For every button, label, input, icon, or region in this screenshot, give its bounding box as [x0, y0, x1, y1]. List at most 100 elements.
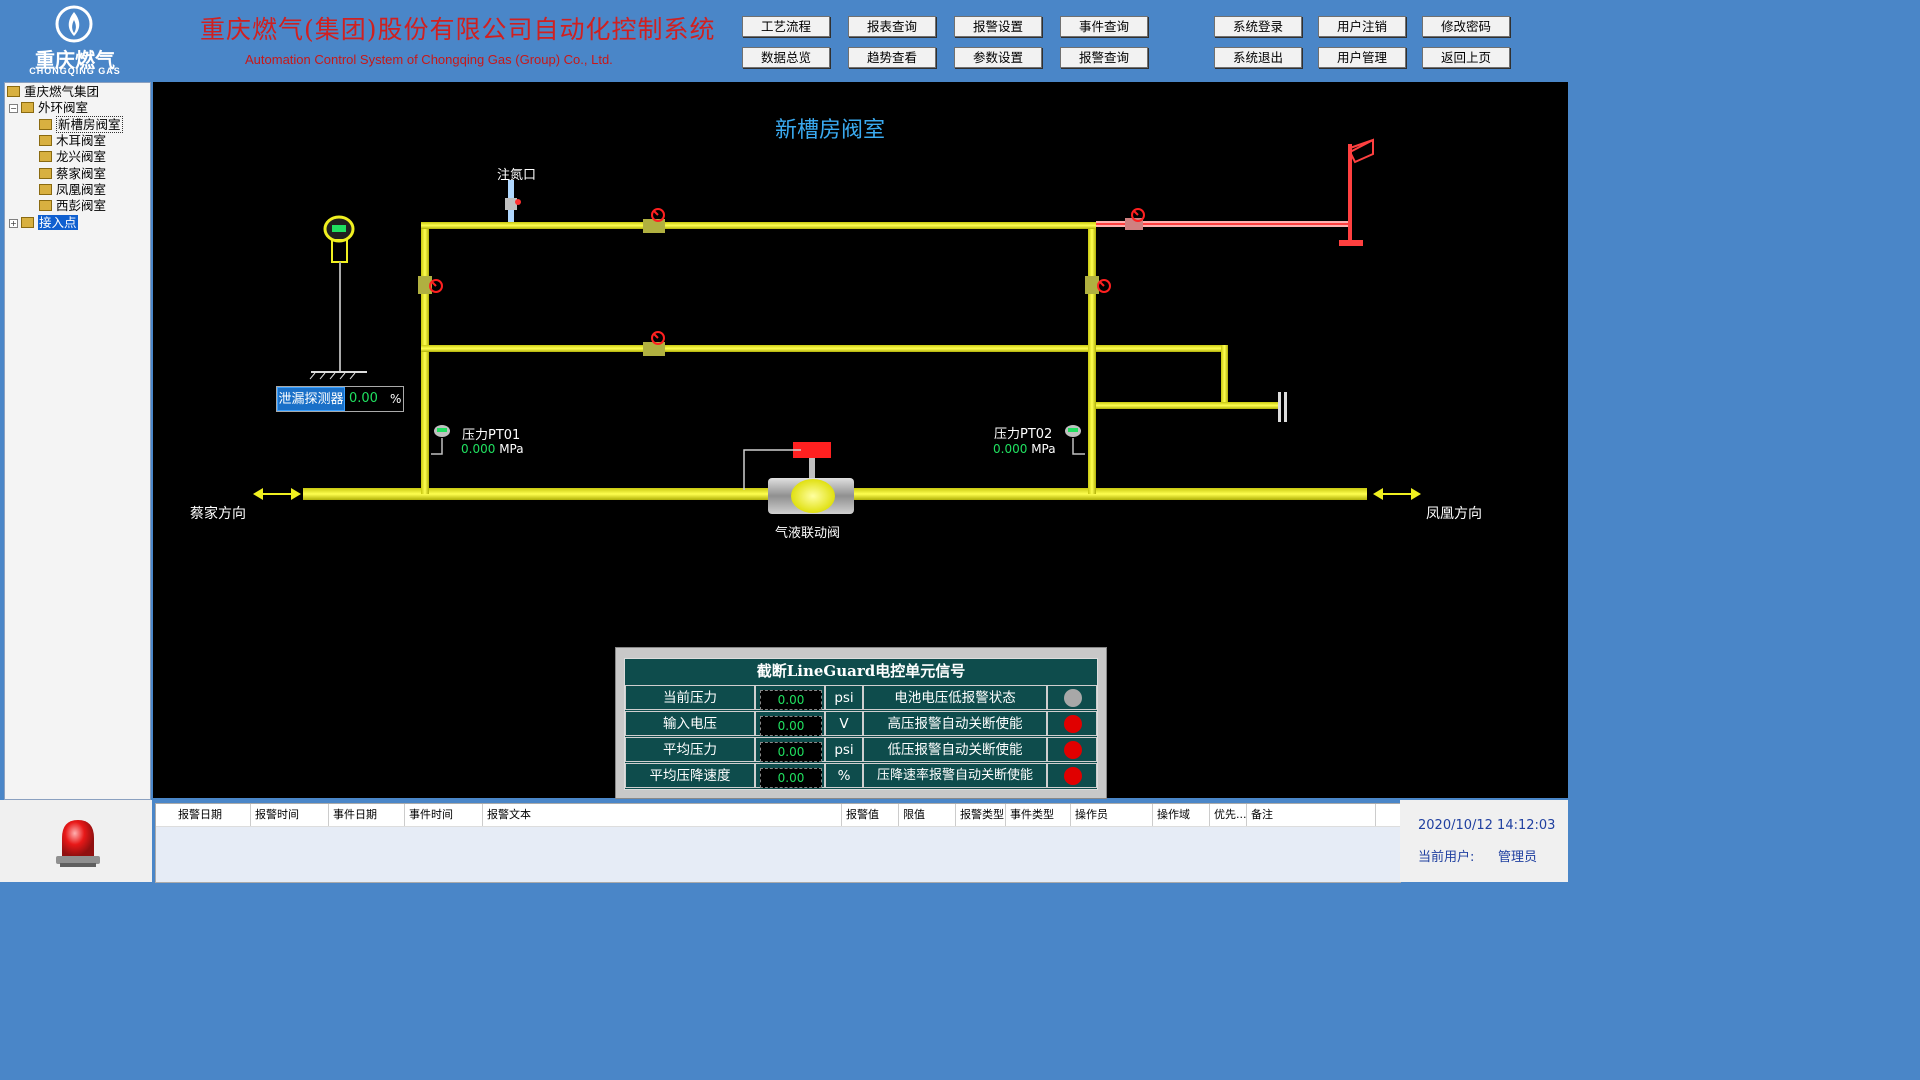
current-user-label: 当前用户: [1418, 850, 1475, 865]
col-event-type[interactable]: 事件类型 [1006, 804, 1071, 826]
folder-icon [39, 184, 52, 195]
collapse-icon[interactable]: − [9, 104, 18, 113]
pt02-value: 0.000 [993, 442, 1028, 456]
lineguard-table: 截断LineGuard电控单元信号 当前压力 0.00 psi 电池电压低报警状… [624, 658, 1098, 790]
logout-button[interactable]: 用户注销 [1318, 16, 1406, 37]
status-led-icon [1064, 715, 1082, 733]
folder-icon [21, 102, 34, 113]
tree-item-label: 木耳阀室 [56, 133, 107, 148]
header: 重庆燃气 CHONGQING GAS 重庆燃气(集团)股份有限公司自动化控制系统… [0, 0, 1568, 80]
company-logo: 重庆燃气 CHONGQING GAS [14, 4, 136, 76]
col-limit[interactable]: 限值 [899, 804, 956, 826]
status-led-icon [1064, 767, 1082, 785]
right-branch-lower [1096, 402, 1278, 409]
left-direction-label: 蔡家方向 [190, 506, 246, 522]
col-alarm-type[interactable]: 报警类型 [956, 804, 1006, 826]
lineguard-value-cell: 0.00 [755, 685, 825, 710]
lineguard-value: 0.00 [760, 716, 822, 736]
right-branch-upper [1096, 345, 1227, 352]
leak-detector-unit: % [390, 392, 402, 406]
tree-item-xincaofang[interactable]: 新槽房阀室 [39, 116, 123, 133]
pipeline-diagram [253, 138, 1421, 514]
tree-item-muer[interactable]: 木耳阀室 [39, 133, 106, 149]
system-title: 重庆燃气(集团)股份有限公司自动化控制系统 [200, 15, 716, 44]
process-canvas: 新槽房阀室 [153, 82, 1568, 799]
col-alarm-value[interactable]: 报警值 [842, 804, 899, 826]
event-table-body[interactable] [156, 827, 1400, 882]
change-password-button[interactable]: 修改密码 [1422, 16, 1510, 37]
nitrogen-inlet-label: 注氮口 [497, 168, 537, 183]
exit-system-button[interactable]: 系统退出 [1214, 47, 1302, 68]
system-subtitle: Automation Control System of Chongqing G… [245, 52, 613, 67]
valve-left-riser-icon[interactable] [418, 276, 443, 294]
tree-access-point[interactable]: + 接入点 [9, 215, 78, 231]
vent-stack [1348, 144, 1352, 244]
folder-icon [39, 135, 52, 146]
data-overview-button[interactable]: 数据总览 [742, 47, 830, 68]
parameter-settings-button[interactable]: 参数设置 [954, 47, 1042, 68]
lineguard-led-cell [1047, 711, 1097, 736]
tree-access-point-label: 接入点 [38, 215, 78, 230]
lineguard-status-label: 压降速率报警自动关断使能 [863, 763, 1047, 788]
user-management-button[interactable]: 用户管理 [1318, 47, 1406, 68]
current-user: 管理员 [1498, 850, 1538, 865]
blind-flange-1 [1278, 392, 1281, 422]
valve-middle-icon[interactable] [643, 331, 665, 356]
lineguard-led-cell [1047, 685, 1097, 710]
trend-view-button[interactable]: 趋势查看 [848, 47, 936, 68]
folder-icon [7, 86, 20, 97]
alarm-settings-button[interactable]: 报警设置 [954, 16, 1042, 37]
tree-root[interactable]: 重庆燃气集团 [7, 84, 99, 100]
valve-vent-icon[interactable] [1125, 208, 1145, 230]
back-button[interactable]: 返回上页 [1422, 47, 1510, 68]
tree-item-label: 西彭阀室 [56, 198, 107, 213]
status-panel: 2020/10/12 14:12:03 当前用户: 管理员 [1400, 800, 1568, 882]
report-query-button[interactable]: 报表查询 [848, 16, 936, 37]
valve-right-riser-icon[interactable] [1085, 276, 1111, 294]
pt01-value: 0.000 [461, 442, 496, 456]
tree-item-longxing[interactable]: 龙兴阀室 [39, 149, 106, 165]
col-alarm-time[interactable]: 报警时间 [251, 804, 329, 826]
tree-group[interactable]: −外环阀室 [9, 100, 88, 116]
lineguard-led-cell [1047, 737, 1097, 762]
col-operator[interactable]: 操作员 [1071, 804, 1153, 826]
pt01-readout: 0.000 MPa [461, 442, 524, 456]
col-alarm-text[interactable]: 报警文本 [483, 804, 842, 826]
gas-liquid-valve-label: 气液联动阀 [775, 526, 841, 541]
col-alarm-date[interactable]: 报警日期 [174, 804, 251, 826]
valve-top-icon[interactable] [643, 208, 665, 233]
folder-icon [39, 151, 52, 162]
event-table[interactable]: 报警日期 报警时间 事件日期 事件时间 报警文本 报警值 限值 报警类型 事件类… [155, 803, 1401, 883]
lineguard-value-cell: 0.00 [755, 737, 825, 762]
folder-icon [39, 168, 52, 179]
alarm-query-button[interactable]: 报警查询 [1060, 47, 1148, 68]
process-flow-button[interactable]: 工艺流程 [742, 16, 830, 37]
logo-text-cn: 重庆燃气 [35, 48, 115, 72]
event-query-button[interactable]: 事件查询 [1060, 16, 1148, 37]
blind-flange-2 [1284, 392, 1287, 422]
lineguard-status-label: 低压报警自动关断使能 [863, 737, 1047, 762]
pressure-transmitter-pt02-icon [1065, 425, 1085, 455]
expand-icon[interactable]: + [9, 219, 18, 228]
right-riser [1088, 222, 1096, 494]
right-direction-label: 凤凰方向 [1426, 506, 1482, 522]
lineguard-row: 当前压力 0.00 psi 电池电压低报警状态 [625, 685, 1097, 711]
current-datetime: 2020/10/12 14:12:03 [1418, 818, 1556, 833]
col-remarks[interactable]: 备注 [1247, 804, 1376, 826]
col-operation-domain[interactable]: 操作域 [1153, 804, 1210, 826]
vent-pipe-core [1096, 223, 1348, 225]
col-priority[interactable]: 优先... [1210, 804, 1247, 826]
alarm-light-icon[interactable] [0, 800, 152, 882]
col-event-date[interactable]: 事件日期 [329, 804, 405, 826]
col-event-time[interactable]: 事件时间 [405, 804, 483, 826]
plant-title: 新槽房阀室 [775, 118, 886, 143]
leak-detector-label: 泄漏探测器 [277, 387, 345, 411]
nitrogen-inlet-handle [515, 199, 521, 205]
right-branch-down [1221, 345, 1228, 405]
tree-item-caijia[interactable]: 蔡家阀室 [39, 166, 106, 182]
gas-liquid-valve-icon[interactable] [743, 442, 854, 514]
tree-item-xipeng[interactable]: 西彭阀室 [39, 198, 106, 214]
lineguard-value: 0.00 [760, 768, 822, 788]
tree-item-fenghuang[interactable]: 凤凰阀室 [39, 182, 106, 198]
login-button[interactable]: 系统登录 [1214, 16, 1302, 37]
